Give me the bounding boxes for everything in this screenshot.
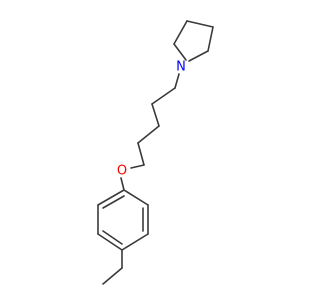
bond-o-ar1 xyxy=(120,177,125,191)
bond-cb-cc xyxy=(151,103,160,127)
bond-ar6-ar1 xyxy=(97,189,125,206)
bond-n-ca xyxy=(174,73,180,89)
molecule-structure: N O xyxy=(0,0,300,300)
bond-ar6-ar1-inner xyxy=(102,195,125,209)
bond-cc-cd xyxy=(137,125,160,144)
bond-c2-c3 xyxy=(173,20,188,45)
bond-c3-c4 xyxy=(186,20,214,28)
bond-ce-o xyxy=(130,164,145,169)
bond-c4-c5 xyxy=(207,26,214,52)
bond-cd-ce xyxy=(137,142,145,166)
pentyl-chain xyxy=(130,73,180,169)
canvas-background xyxy=(0,0,300,300)
bond-n-c2 xyxy=(173,43,187,61)
bond-ar4-ar5 xyxy=(97,233,123,251)
bond-ethyl-methyl xyxy=(102,267,123,285)
bond-ar3-ar4 xyxy=(121,233,149,251)
bond-ca-cb xyxy=(151,87,176,105)
ethylphenyl-group xyxy=(97,177,149,285)
pyrrolidine-ring xyxy=(173,20,214,62)
bond-ar1-ar2 xyxy=(123,189,149,206)
bond-ar4-ar5-inner xyxy=(102,230,123,245)
oxygen-atom-label: O xyxy=(117,164,127,179)
nitrogen-atom-label: N xyxy=(176,60,186,75)
bond-c5-n xyxy=(188,50,209,62)
